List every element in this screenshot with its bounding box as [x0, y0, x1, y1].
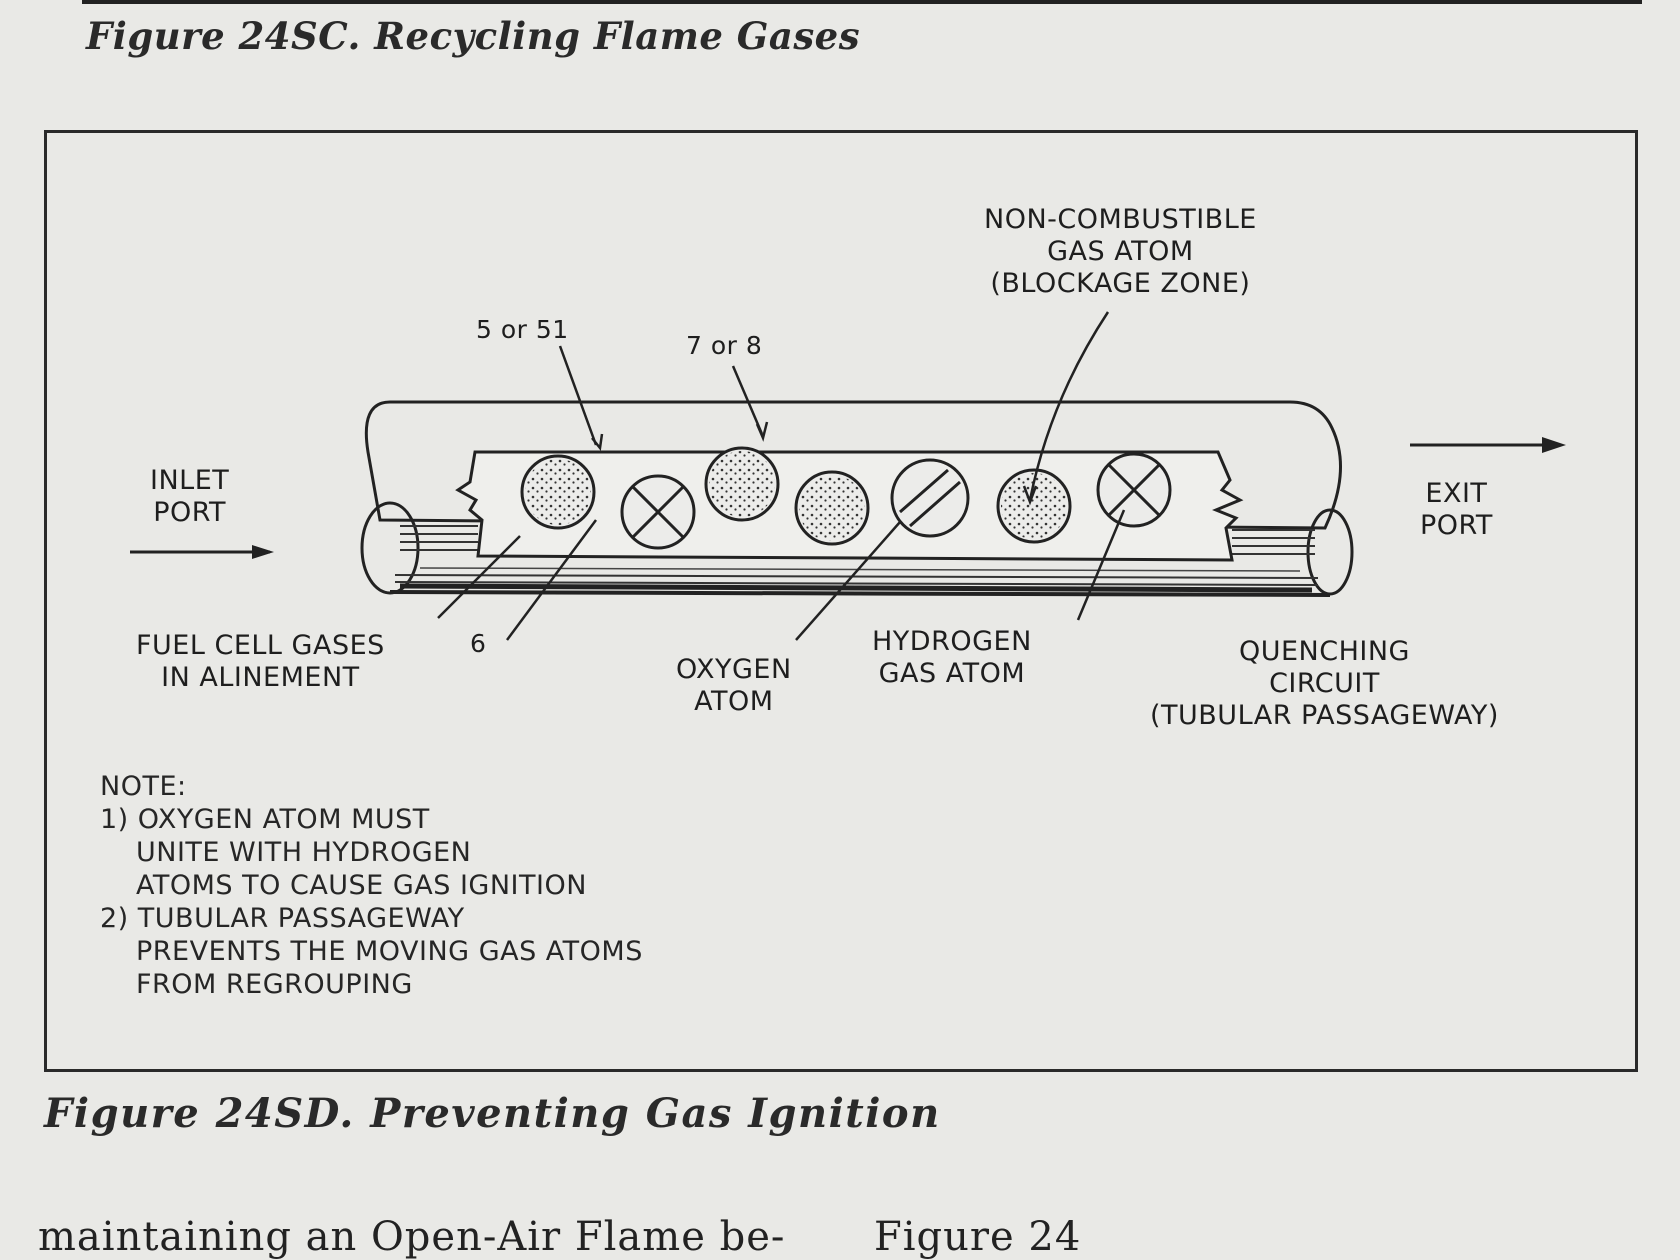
body-text-right: Figure 24 — [874, 1214, 1082, 1260]
atom-dotted-3 — [794, 470, 870, 546]
exit-arrow — [1410, 437, 1566, 453]
inlet-arrow — [130, 545, 274, 559]
note-item-1-line-1: 1) OXYGEN ATOM MUST — [100, 804, 430, 835]
label-non-combustible: NON-COMBUSTIBLE GAS ATOM (BLOCKAGE ZONE) — [984, 204, 1257, 299]
atom-slashed — [890, 458, 970, 538]
top-rule — [82, 0, 1642, 4]
tube-right-end — [1306, 508, 1354, 596]
atom-dotted-1 — [520, 454, 596, 530]
note-item-2-line-1: 2) TUBULAR PASSAGEWAY — [100, 903, 465, 934]
atom-dotted-2 — [704, 446, 780, 522]
label-hydrogen-atom: HYDROGEN GAS ATOM — [872, 626, 1032, 689]
atom-crossed-1 — [620, 474, 696, 550]
label-ref-6: 6 — [470, 629, 487, 658]
note-item-2-line-2: PREVENTS THE MOVING GAS ATOMS — [136, 936, 643, 967]
figure-frame — [44, 130, 1638, 1072]
body-text-left: maintaining an Open-Air Flame be- — [38, 1214, 786, 1260]
caption-figure-24sd: Figure 24SD. Preventing Gas Ignition — [44, 1090, 941, 1137]
label-inlet-port: INLET PORT — [150, 465, 230, 528]
label-exit-port: EXIT PORT — [1420, 478, 1493, 541]
note-block: NOTE: 1) OXYGEN ATOM MUST UNITE WITH HYD… — [100, 770, 643, 1001]
note-item-1-line-2: UNITE WITH HYDROGEN — [136, 837, 472, 868]
note-item-2-line-3: FROM REGROUPING — [136, 969, 413, 1000]
label-fuel-cell-gases: FUEL CELL GASES IN ALINEMENT — [136, 630, 385, 693]
note-heading: NOTE: — [100, 771, 187, 802]
label-quenching-circuit: QUENCHING CIRCUIT (TUBULAR PASSAGEWAY) — [1150, 636, 1499, 731]
tube-outer — [364, 400, 1342, 530]
caption-figure-24sc: Figure 24SC. Recycling Flame Gases — [86, 14, 861, 58]
atom-crossed-2 — [1096, 452, 1172, 528]
label-ref-5-or-51: 5 or 51 — [476, 315, 569, 344]
label-oxygen-atom: OXYGEN ATOM — [676, 654, 792, 717]
label-ref-7-or-8: 7 or 8 — [686, 331, 763, 360]
tube-left-end — [360, 501, 420, 595]
atom-dotted-4 — [996, 468, 1072, 544]
leader-lines — [437, 311, 1126, 641]
tube-bottom — [389, 590, 1331, 597]
note-item-1-line-3: ATOMS TO CAUSE GAS IGNITION — [136, 870, 587, 901]
